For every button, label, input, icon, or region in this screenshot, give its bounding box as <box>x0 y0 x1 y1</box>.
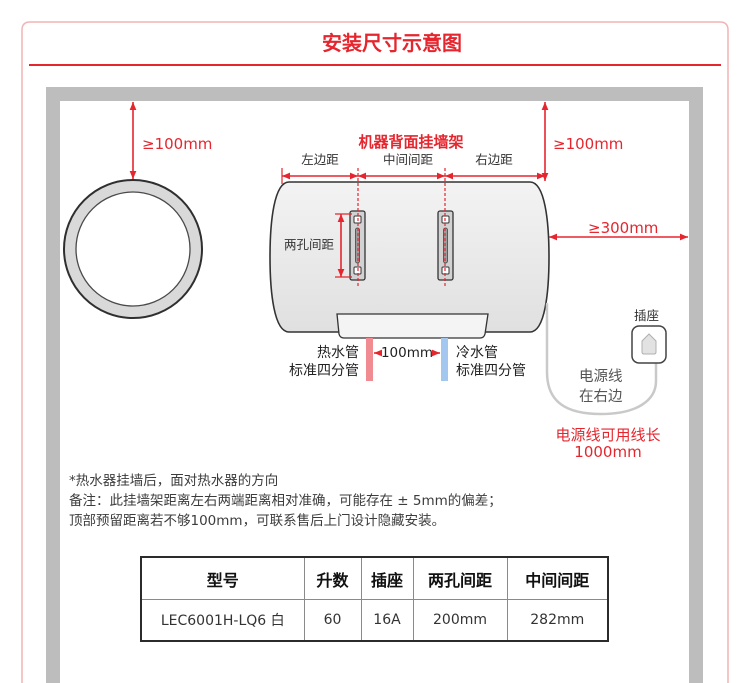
power-cord <box>545 302 658 416</box>
heater-bottom-panel <box>336 313 489 339</box>
pipe-spacing-label: 100mm <box>380 345 434 361</box>
note-line: 顶部预留距离若不够100mm，可联系售后上门设计隐藏安装。 <box>69 513 446 529</box>
page-title: 安装尺寸示意图 <box>322 31 462 55</box>
table-cell-hole-spacing: 200mm <box>412 599 508 642</box>
hot-water-pipe <box>366 338 373 381</box>
table-cell-capacity: 60 <box>303 599 362 642</box>
heater-body <box>269 181 550 333</box>
side-view <box>63 102 203 319</box>
table-cell-socket: 16A <box>360 599 414 642</box>
table-header-model: 型号 <box>140 556 305 600</box>
socket-face <box>641 333 657 355</box>
hot-pipe-name: 热水管 <box>317 345 359 361</box>
note-line: 备注：此挂墙架距离左右两端距离相对准确，可能存在 ± 5mm的偏差； <box>69 493 502 509</box>
power-socket-icon <box>631 325 667 364</box>
left-margin-label: 左边距 <box>301 152 339 167</box>
cord-length-value: 1000mm <box>574 443 642 461</box>
table-cell-middle-spacing: 282mm <box>506 599 609 642</box>
cord-length-label: 电源线可用线长 <box>555 426 661 444</box>
hole-spacing-label: 两孔间距 <box>283 237 334 252</box>
table-header-hole-spacing: 两孔间距 <box>412 556 508 600</box>
right-clearance-label: ≥300mm <box>588 219 659 237</box>
table-header-row: 型号 升数 插座 两孔间距 中间间距 <box>140 556 609 600</box>
note-line: *热水器挂墙后，面对热水器的方向 <box>69 473 279 489</box>
middle-spacing-label: 中间间距 <box>382 152 433 167</box>
table-cell-model: LEC6001H-LQ6 白 <box>140 599 305 642</box>
side-view-face <box>75 191 191 307</box>
spec-table: 型号 升数 插座 两孔间距 中间间距 LEC6001H-LQ6 白 60 16A… <box>140 556 609 642</box>
cold-pipe-name: 冷水管 <box>456 345 498 361</box>
table-header-middle-spacing: 中间间距 <box>506 556 609 600</box>
cold-pipe-spec: 标准四分管 <box>456 363 526 379</box>
side-top-clearance-label: ≥100mm <box>142 135 213 153</box>
hot-pipe-spec: 标准四分管 <box>289 363 359 379</box>
cold-water-pipe <box>441 338 448 381</box>
cord-side-line2: 在右边 <box>579 389 623 405</box>
page-frame <box>21 21 729 683</box>
table-row: LEC6001H-LQ6 白 60 16A 200mm 282mm <box>140 599 609 642</box>
heater-front-view <box>269 168 550 339</box>
cord-side-line1: 电源线 <box>579 369 623 385</box>
table-header-capacity: 升数 <box>303 556 362 600</box>
table-header-socket: 插座 <box>360 556 414 600</box>
installation-notes: *热水器挂墙后，面对热水器的方向 备注：此挂墙架距离左右两端距离相对准确，可能存… <box>69 471 502 531</box>
right-margin-label: 右边距 <box>475 152 513 167</box>
socket-label: 插座 <box>634 308 660 323</box>
bracket-title: 机器背面挂墙架 <box>358 133 464 151</box>
front-top-clearance-label: ≥100mm <box>553 135 624 153</box>
